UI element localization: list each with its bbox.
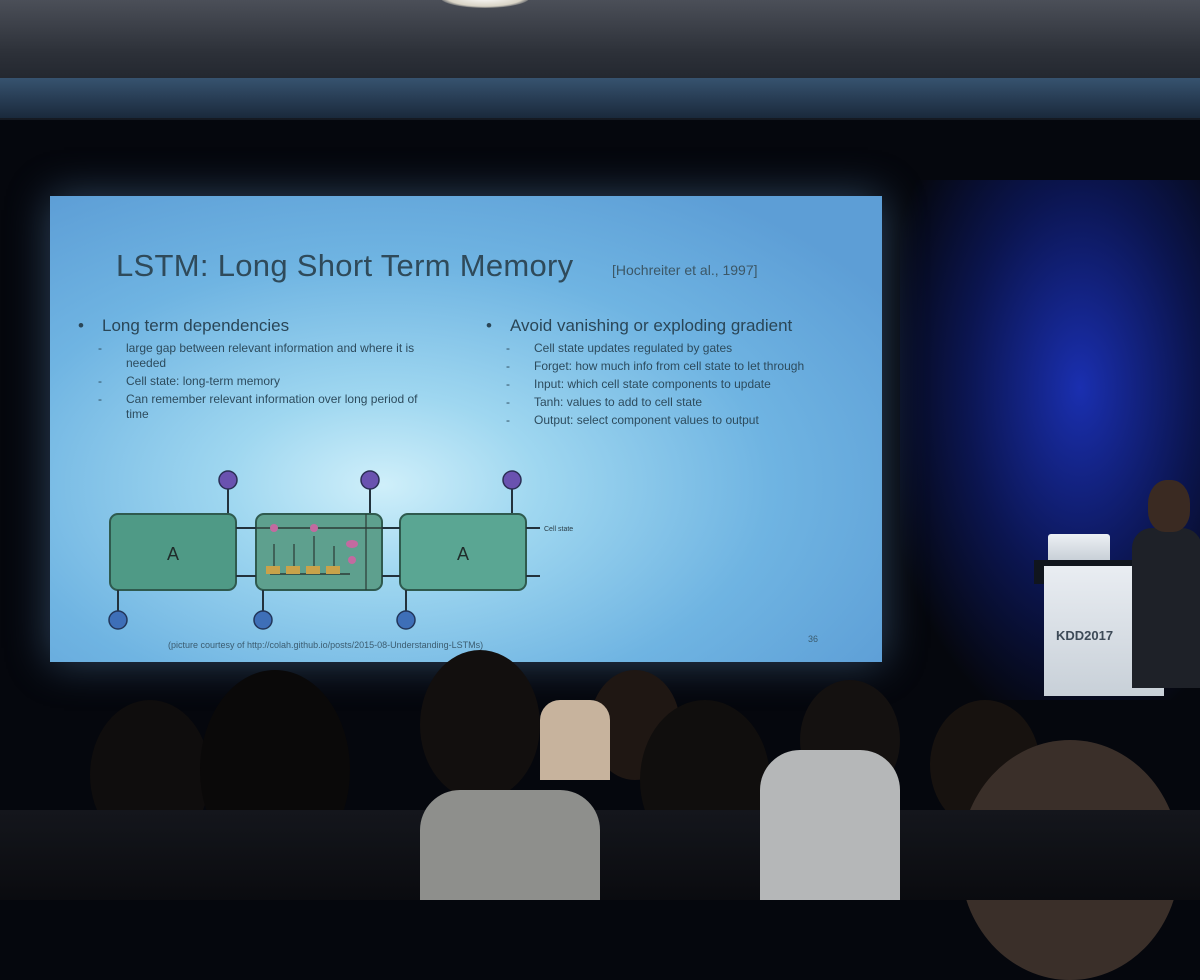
cell-state-label: Cell state — [544, 526, 573, 533]
lstm-diagram: A A Cell state — [108, 470, 573, 630]
projection-screen: LSTM: Long Short Term Memory [Hochreiter… — [50, 196, 882, 662]
output-node — [218, 470, 238, 490]
lstm-block-left-label: A — [167, 544, 179, 564]
ceiling-light — [440, 0, 530, 8]
audience-shirt — [420, 790, 600, 900]
left-item: -Can remember relevant information over … — [98, 392, 418, 421]
right-column-heading: •Avoid vanishing or exploding gradient — [486, 316, 793, 335]
input-node — [108, 610, 128, 630]
slide-citation: [Hochreiter et al., 1997] — [612, 262, 758, 278]
presenter-head — [1148, 480, 1190, 532]
audience-shirt — [760, 750, 900, 900]
right-column: •Avoid vanishing or exploding gradient -… — [486, 316, 866, 431]
ceiling-beam — [0, 78, 1200, 118]
output-node — [502, 470, 522, 490]
left-column-heading: •Long term dependencies — [78, 316, 290, 335]
slide-caption: (picture courtesy of http://colah.github… — [168, 640, 484, 650]
slide-title: LSTM: Long Short Term Memory — [116, 248, 574, 283]
left-column: •Long term dependencies -large gap betwe… — [78, 316, 458, 425]
slide-number: 36 — [808, 634, 819, 644]
podium-logo: KDD2017 — [1056, 628, 1114, 643]
lstm-block-right-label: A — [457, 544, 469, 564]
right-item: -Output: select component values to outp… — [506, 413, 759, 427]
right-item: -Forget: how much info from cell state t… — [506, 359, 805, 373]
presenter-body — [1132, 528, 1200, 688]
lstm-block-left — [109, 513, 237, 591]
left-item: -large gap between relevant information … — [98, 341, 415, 370]
right-item: -Tanh: values to add to cell state — [506, 395, 703, 409]
audience — [0, 640, 1200, 980]
left-item: -Cell state: long-term memory — [98, 374, 281, 388]
right-item: -Cell state updates regulated by gates — [506, 341, 733, 355]
input-node — [396, 610, 416, 630]
audience-shirt — [540, 700, 610, 780]
lstm-block-right — [399, 513, 527, 591]
audience-head — [420, 650, 540, 800]
input-node — [253, 610, 273, 630]
right-item: -Input: which cell state components to u… — [506, 377, 771, 391]
audience-shoulders — [0, 810, 1200, 900]
output-node — [360, 470, 380, 490]
